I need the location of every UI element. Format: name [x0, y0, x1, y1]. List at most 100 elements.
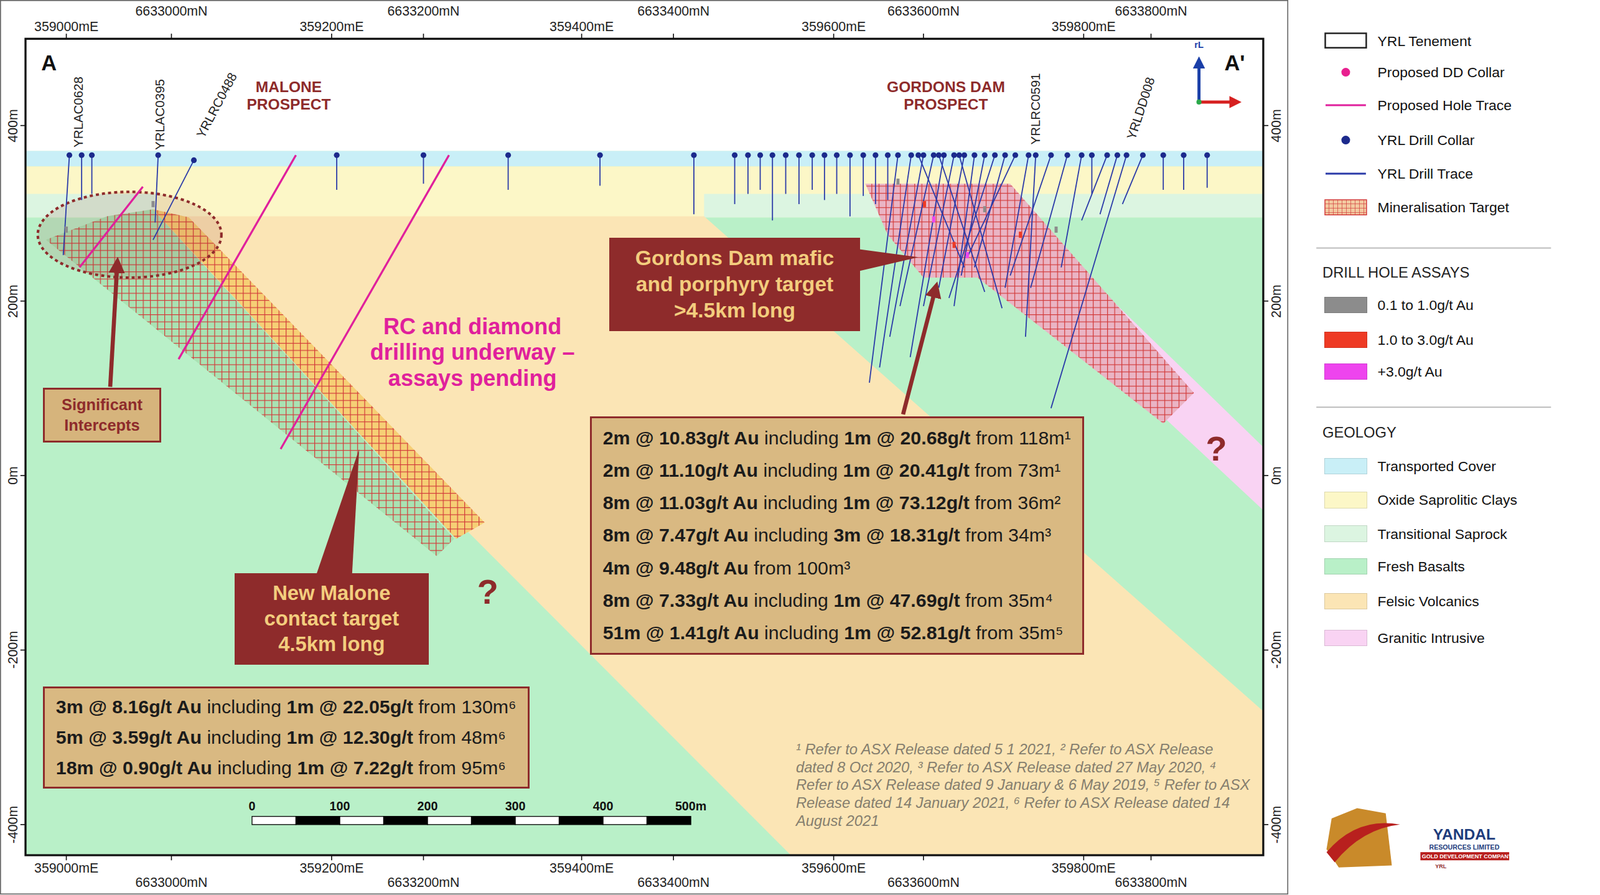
axis-label: 200m: [1268, 284, 1285, 318]
axis-label: 6633000mN: [135, 874, 208, 891]
text-run: 1m: [843, 459, 876, 481]
axis-label: -400m: [5, 805, 22, 844]
legend-symbol-part: [1325, 33, 1367, 48]
text-run: @: [866, 524, 890, 546]
text-run: @: [645, 622, 670, 643]
tick: [1263, 649, 1269, 651]
intercept-row: 2m @ 10.83g/t Au including 1m @ 20.68g/t…: [603, 421, 1072, 455]
legend-swatch: [1324, 558, 1368, 575]
legend-label: YRL Drill Trace: [1377, 164, 1474, 182]
scale-segment: [427, 816, 472, 825]
scale-segment: [471, 816, 516, 825]
axis-label: 6633400mN: [637, 874, 710, 891]
divider: [1316, 247, 1551, 249]
axis-arrow: [1197, 60, 1201, 103]
text-run: Au: [176, 726, 208, 748]
text-run: 35m⁴: [1008, 589, 1053, 611]
drill-trace: [336, 154, 338, 190]
text-run: 20.68g/t: [900, 427, 976, 449]
text-run: 2m: [603, 427, 636, 449]
drill-trace: [1010, 154, 1052, 276]
drill-collar: [908, 152, 915, 159]
tick: [581, 855, 583, 861]
drill-trace: [874, 154, 877, 205]
hole-label: YRLAC0395: [153, 79, 169, 150]
drill-collar: [1033, 152, 1039, 159]
drill-trace: [507, 154, 510, 190]
drill-trace: [798, 154, 800, 205]
text-run: 3.59g/t: [112, 726, 177, 748]
axis-label: 6633200mN: [387, 874, 460, 891]
intercept-row: 3m @ 8.16g/t Au including 1m @ 22.05g/t …: [56, 692, 517, 723]
assay-mark: [932, 216, 936, 223]
text-run: Au: [733, 427, 765, 449]
text-run: @: [875, 492, 900, 513]
assay-mark: [1018, 231, 1022, 238]
scale-segment: [383, 816, 429, 825]
text-run: 20.41g/t: [899, 459, 975, 481]
scale-label: 0: [248, 799, 256, 814]
scale-label: 100: [329, 799, 351, 814]
scale-segment: [647, 816, 692, 825]
text-run: 7.33g/t: [659, 589, 724, 611]
tick: [331, 33, 333, 39]
text-run: @: [319, 696, 343, 717]
legend-label: Oxide Saprolitic Clays: [1377, 491, 1518, 509]
page-border: [0, 0, 1288, 895]
axis-label: 6633800mN: [1115, 3, 1188, 20]
legend-swatch: [1324, 629, 1368, 646]
legend-label: Mineralisation Target: [1377, 198, 1510, 216]
section-end: A: [41, 51, 57, 76]
text-run: 11.03g/t: [659, 492, 734, 513]
text-run: 1m: [286, 696, 320, 717]
axis-label: 359000mE: [34, 860, 99, 877]
legend-symbol: [1324, 32, 1368, 49]
text-run: 52.81g/t: [900, 622, 976, 643]
intercept-row: 2m @ 11.10g/t Au including 1m @ 20.41g/t…: [603, 454, 1072, 487]
drill-trace: [967, 154, 1016, 258]
text-run: 36m²: [1017, 492, 1061, 513]
drill-trace: [80, 154, 83, 200]
text-run: @: [98, 757, 123, 778]
legend-symbol-part: [1324, 199, 1367, 215]
text-run: 7.22g/t: [353, 757, 419, 778]
text-run: 1m: [843, 622, 877, 643]
legend-symbol-art: [1324, 32, 1368, 49]
text-run: @: [876, 427, 901, 449]
assay-mark: [983, 205, 987, 213]
legend-swatch: [1324, 525, 1368, 542]
legend-symbol-part: [1341, 67, 1351, 77]
text-run: 8m: [603, 524, 636, 546]
legend-symbol-part: [1341, 135, 1351, 145]
text-run: 5m: [56, 726, 89, 748]
drill-collar: [333, 152, 340, 159]
proposed-trace: [178, 154, 297, 360]
text-run: 4m: [603, 557, 636, 579]
drill-collar: [940, 152, 947, 159]
logo-text: YRL: [1435, 863, 1447, 870]
axis-label: 359800mE: [1051, 860, 1116, 877]
text-run: 1m: [843, 492, 876, 513]
geology: [25, 38, 1264, 856]
text-run: @: [319, 726, 343, 748]
axis-label: -400m: [1268, 805, 1285, 844]
intercept-row: 8m @ 11.03g/t Au including 1m @ 73.12g/t…: [603, 486, 1072, 520]
intercept-row: 8m @ 7.47g/t Au including 3m @ 18.31g/t …: [603, 519, 1072, 552]
text-run: Au: [723, 589, 754, 611]
tick: [672, 33, 674, 39]
axis-label: 400m: [1268, 108, 1285, 142]
axis-label: 6633600mN: [887, 3, 960, 20]
assay-mark: [896, 178, 900, 185]
drill-collar: [1140, 152, 1146, 159]
logo-swoosh: [1326, 822, 1401, 862]
prospect-name: MALONE PROSPECT: [232, 78, 345, 114]
text-run: @: [635, 427, 660, 449]
legend-dividers: [1316, 247, 1551, 408]
text-run: @: [329, 757, 354, 778]
text-run: from: [965, 524, 1009, 546]
drill-trace: [836, 154, 838, 194]
drill-trace: [1005, 154, 1029, 288]
legend-symbol-art: [1324, 64, 1368, 81]
legend-label: Transitional Saprock: [1377, 525, 1508, 543]
drill-trace: [823, 154, 826, 200]
